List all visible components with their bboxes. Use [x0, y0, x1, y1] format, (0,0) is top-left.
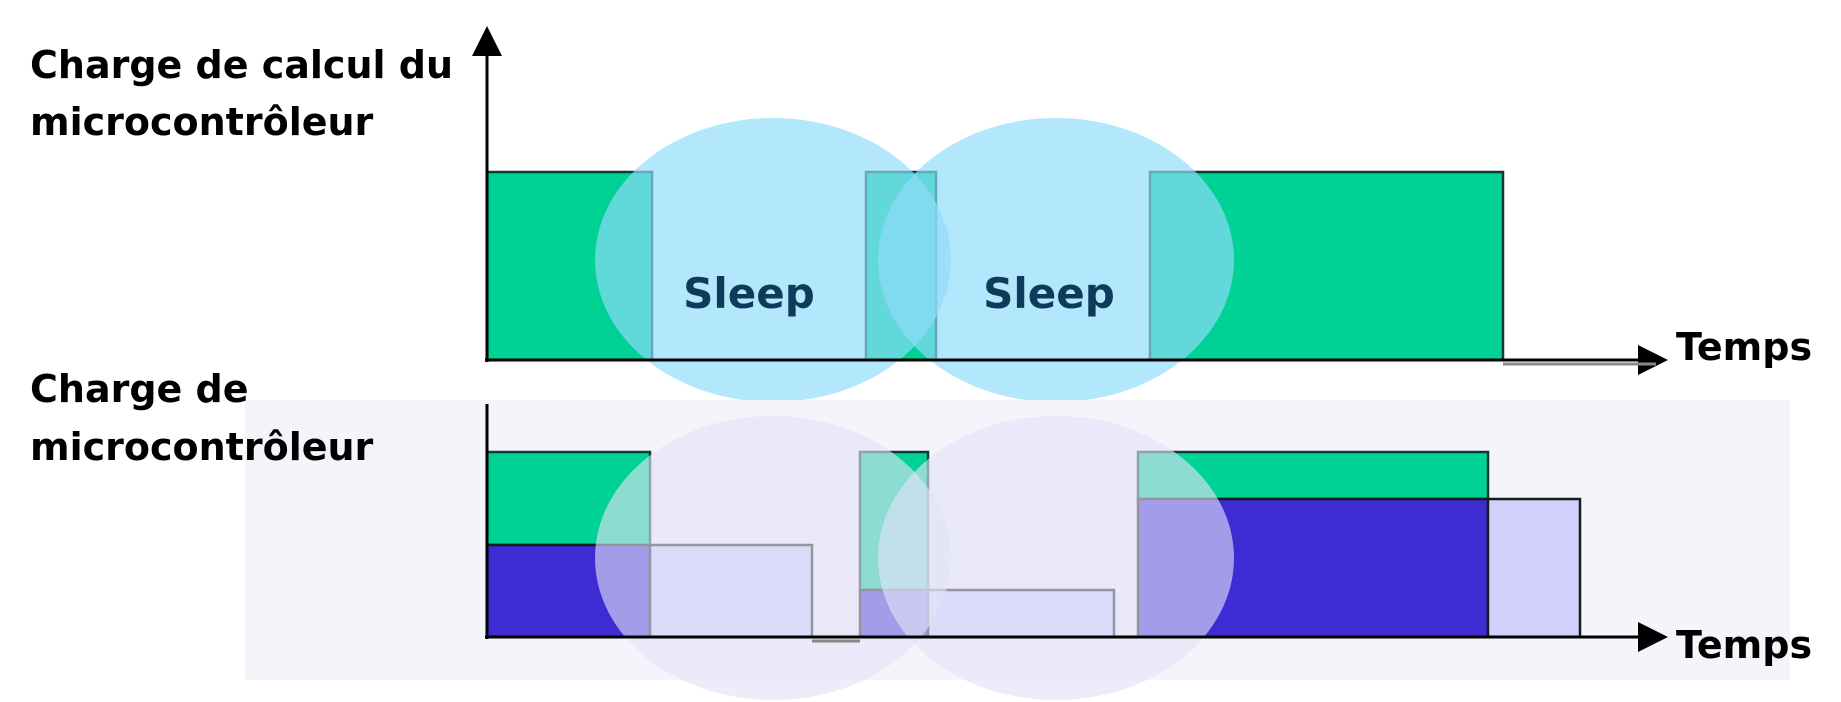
sleep-label-1: Sleep — [683, 269, 815, 318]
sleep-zone-1 — [595, 118, 951, 402]
top-axis-label: Temps — [1676, 325, 1812, 369]
bottom-title-line2: microcontrôleur — [30, 425, 374, 469]
sleep-zone-2-bottom — [878, 416, 1234, 700]
load-light-3 — [1486, 497, 1582, 639]
top-title-line1: Charge de calcul du — [30, 43, 453, 87]
sleep-zone-1-bottom — [595, 416, 951, 700]
sleep-zone-2 — [878, 118, 1234, 402]
bottom-title-line1: Charge de — [30, 367, 249, 411]
top-title-line2: microcontrôleur — [30, 100, 374, 144]
bottom-axis-label: Temps — [1676, 623, 1812, 667]
bottom-panel: Charge de microcontrôleur Temps — [30, 367, 1812, 700]
sleep-label-2: Sleep — [983, 269, 1115, 318]
top-panel: Sleep Sleep Charge de calcul du microcon… — [30, 26, 1812, 402]
